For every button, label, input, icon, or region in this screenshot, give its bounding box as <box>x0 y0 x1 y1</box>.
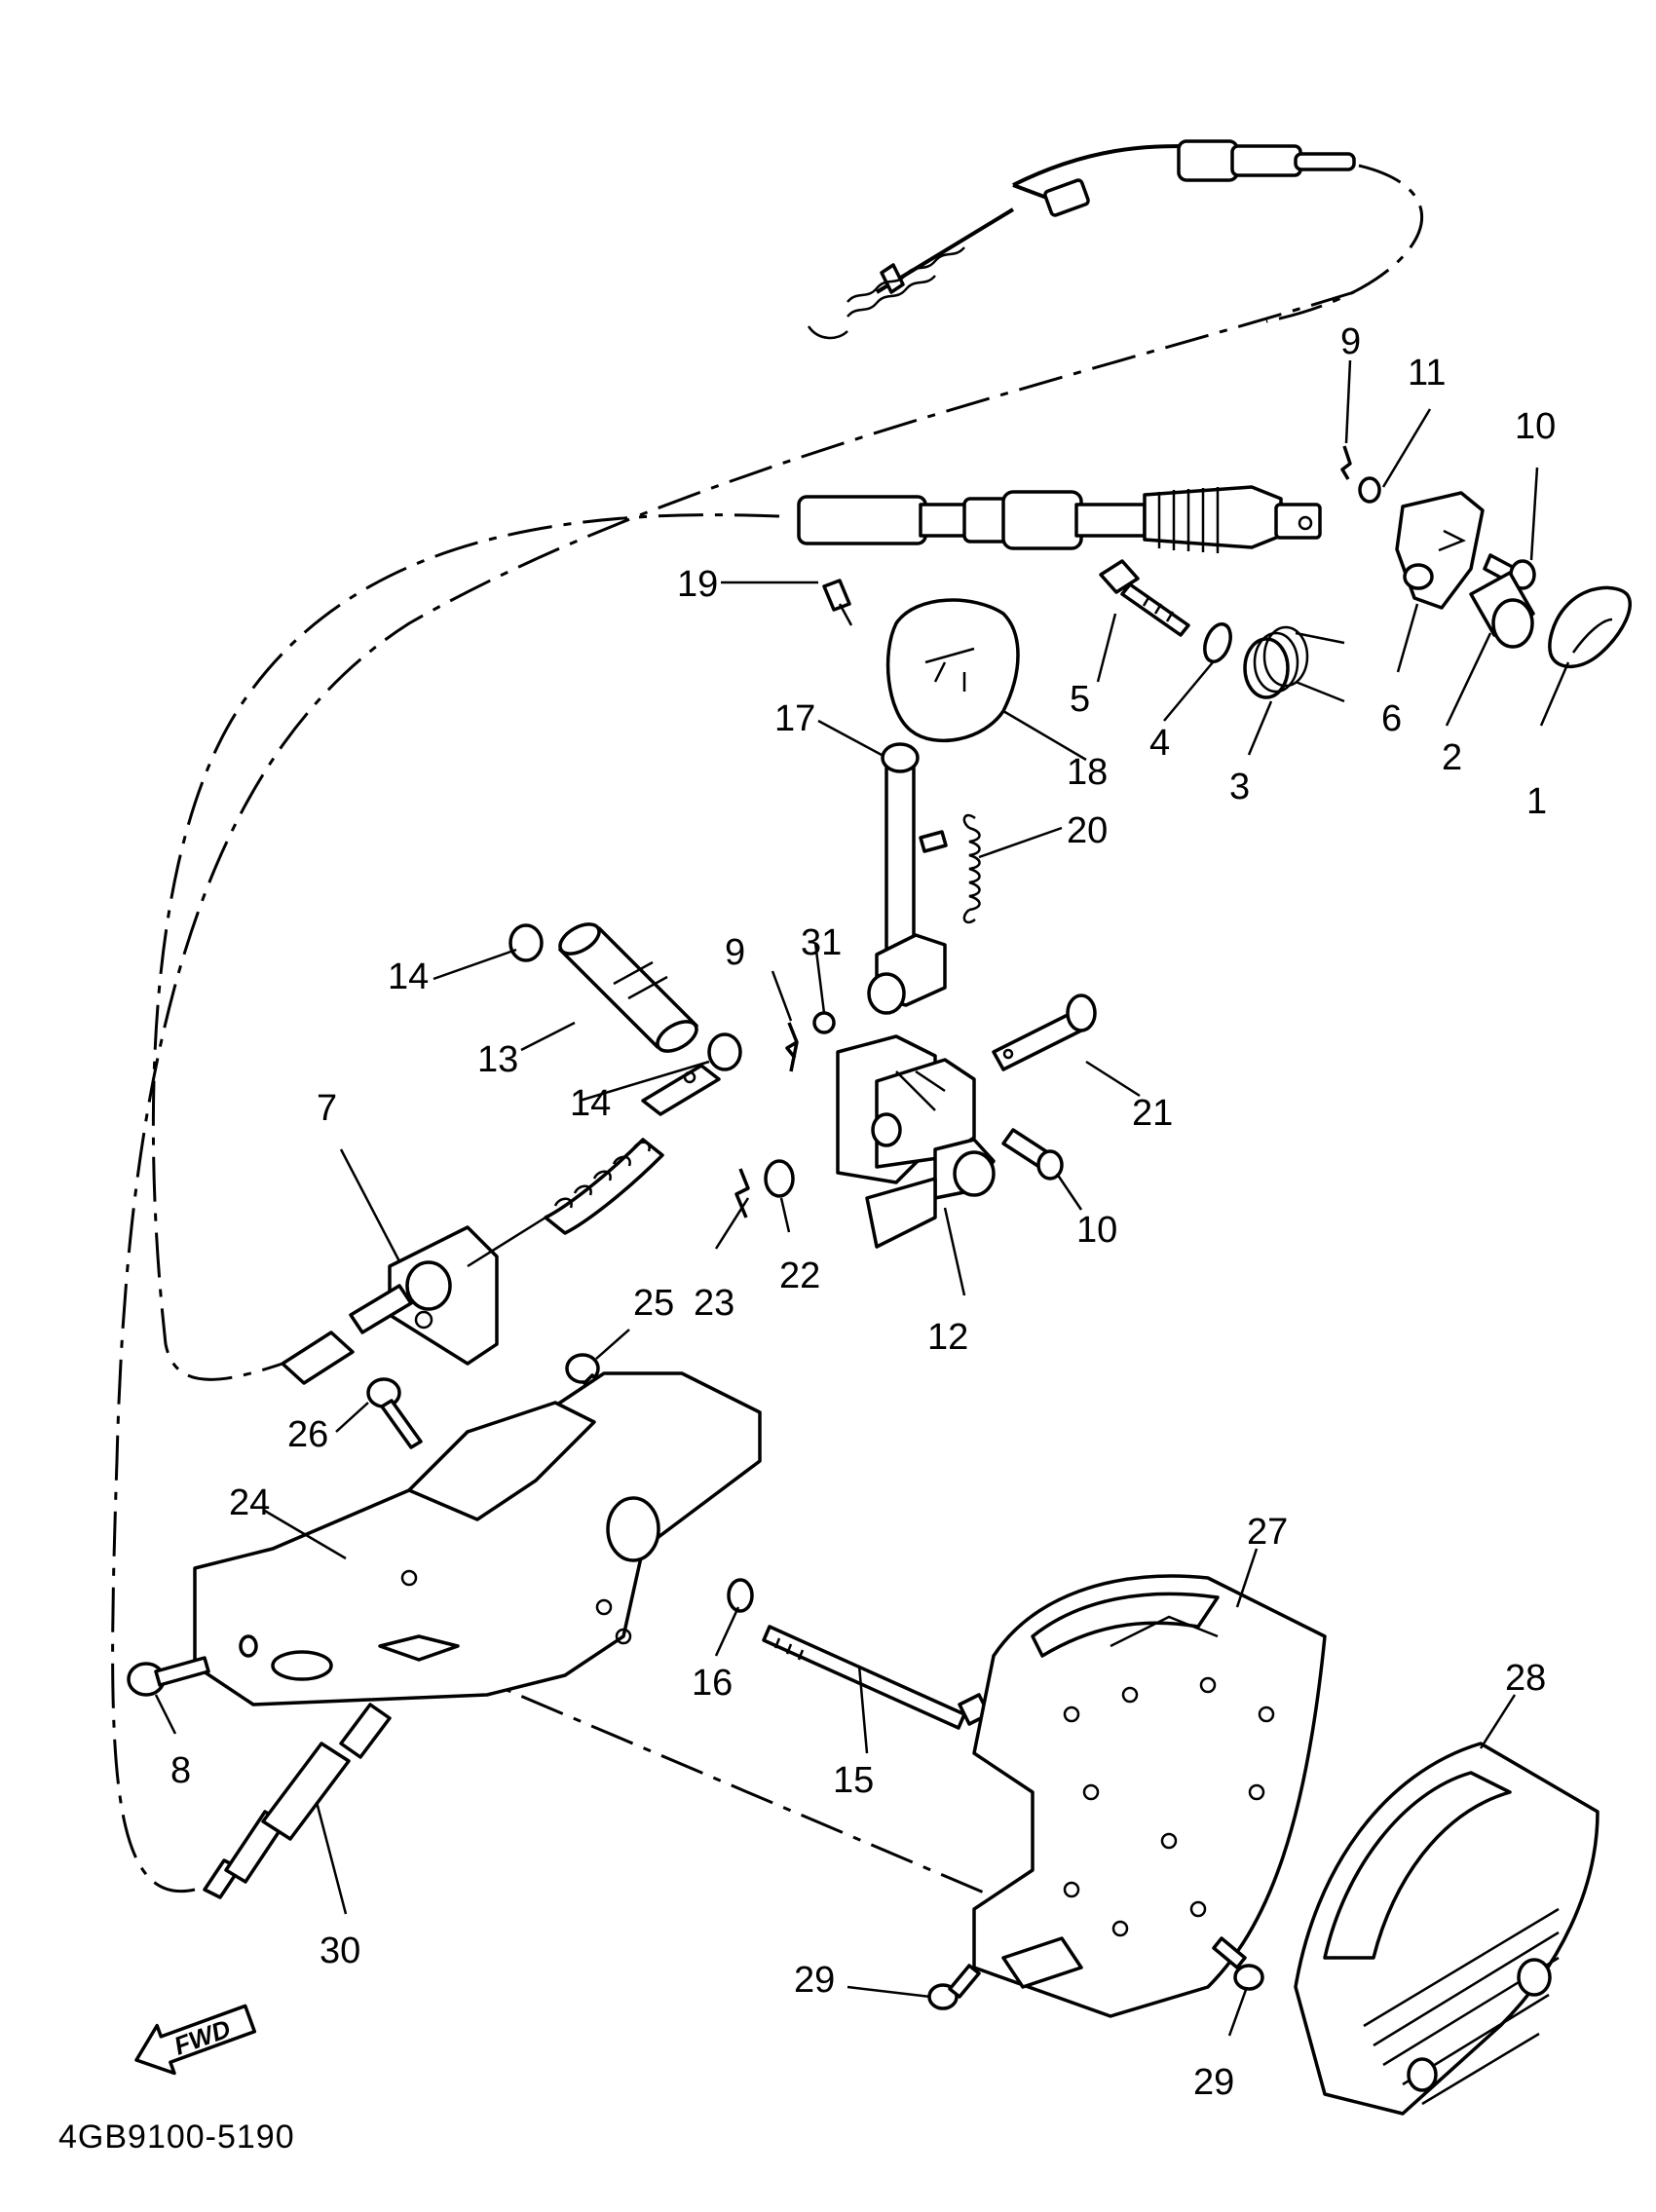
callout-8: 8 <box>170 1750 191 1791</box>
washer-16 <box>727 1578 754 1613</box>
o-ring-14-top <box>508 923 544 962</box>
callout-24: 24 <box>229 1482 270 1523</box>
shift-lever-17 <box>867 742 947 1015</box>
callout-7: 7 <box>317 1088 337 1129</box>
washer-22 <box>764 1159 795 1198</box>
callout-10-mid: 10 <box>1076 1210 1117 1251</box>
callout-29-left: 29 <box>794 1960 835 2001</box>
callout-30: 30 <box>320 1931 360 1971</box>
cover-28 <box>1294 1742 1600 2116</box>
fwd-label: FWD <box>170 2013 235 2061</box>
bolt-8 <box>127 1656 210 1697</box>
spring-20 <box>962 813 981 924</box>
washer-31 <box>812 1011 836 1034</box>
pipe-13 <box>558 922 698 1053</box>
callout-17: 17 <box>774 698 815 739</box>
cover-27 <box>972 1574 1327 2018</box>
callout-20: 20 <box>1067 810 1108 851</box>
fwd-direction-arrow: FWD <box>134 2004 257 2076</box>
upper-cable <box>807 139 1356 340</box>
washer-4 <box>1203 622 1232 663</box>
callout-22: 22 <box>779 1256 820 1296</box>
bolt-29-left <box>927 1964 981 2010</box>
callout-25: 25 <box>633 1283 674 1324</box>
callout-29-right: 29 <box>1193 2062 1234 2103</box>
callout-19: 19 <box>677 564 718 605</box>
bolt-26 <box>366 1377 423 1449</box>
callout-18: 18 <box>1067 752 1108 793</box>
callout-9-mid: 9 <box>725 932 745 973</box>
diagram-code: 4GB9100-5190 <box>58 2118 295 2156</box>
o-ring-14-bottom <box>707 1032 742 1071</box>
callout-11: 11 <box>1408 353 1446 394</box>
pin-17 <box>919 830 948 853</box>
bracket-24 <box>193 1371 762 1706</box>
shift-knob-18 <box>885 598 1020 743</box>
callout-4: 4 <box>1149 723 1170 764</box>
callout-27: 27 <box>1247 1512 1288 1553</box>
callout-21: 21 <box>1132 1093 1173 1134</box>
callout-6: 6 <box>1381 698 1402 739</box>
screw-19 <box>822 579 851 612</box>
bolt-5 <box>1099 559 1190 637</box>
callout-13: 13 <box>477 1039 518 1080</box>
callout-labels: 1 2 3 4 5 6 7 8 9 9 10 10 11 12 13 14 14… <box>170 321 1556 2103</box>
cover-1 <box>1548 585 1633 668</box>
callout-23: 23 <box>694 1283 734 1324</box>
callout-12: 12 <box>927 1317 968 1358</box>
shift-cable-7 <box>281 1064 721 1385</box>
long-bolt-15 <box>762 1625 991 1730</box>
cotter-pin-9-mid <box>785 1022 799 1072</box>
cable-end-30 <box>203 1703 392 1899</box>
callout-28: 28 <box>1505 1658 1546 1699</box>
assembly-dash-line-lower <box>311 1605 1024 1911</box>
pin-10-mid <box>1001 1128 1064 1181</box>
cotter-pin-23 <box>734 1168 750 1218</box>
callout-31: 31 <box>801 922 842 963</box>
washer-11 <box>1358 476 1381 504</box>
bolt-29-right <box>1212 1936 1264 1991</box>
callout-9-top: 9 <box>1340 321 1361 362</box>
callout-2: 2 <box>1442 737 1462 778</box>
callout-15: 15 <box>833 1760 874 1801</box>
spring-3 <box>1243 625 1345 703</box>
assembly-dash-line-outer <box>111 290 1355 1893</box>
cotter-pin-9-top <box>1340 445 1352 480</box>
mid-cable <box>797 485 1322 553</box>
callout-26: 26 <box>287 1414 328 1455</box>
callout-14-bottom: 14 <box>570 1083 611 1124</box>
leader-lines <box>154 359 1570 2037</box>
shift-bracket-12 <box>836 1034 996 1249</box>
callout-10-top: 10 <box>1515 406 1556 447</box>
callout-16: 16 <box>692 1663 733 1704</box>
assembly-dash-line-inner <box>151 164 1423 1381</box>
callout-3: 3 <box>1229 767 1250 807</box>
callout-1: 1 <box>1526 781 1547 822</box>
pin-21 <box>992 994 1097 1071</box>
callout-5: 5 <box>1070 679 1090 720</box>
callout-14-top: 14 <box>388 956 429 997</box>
